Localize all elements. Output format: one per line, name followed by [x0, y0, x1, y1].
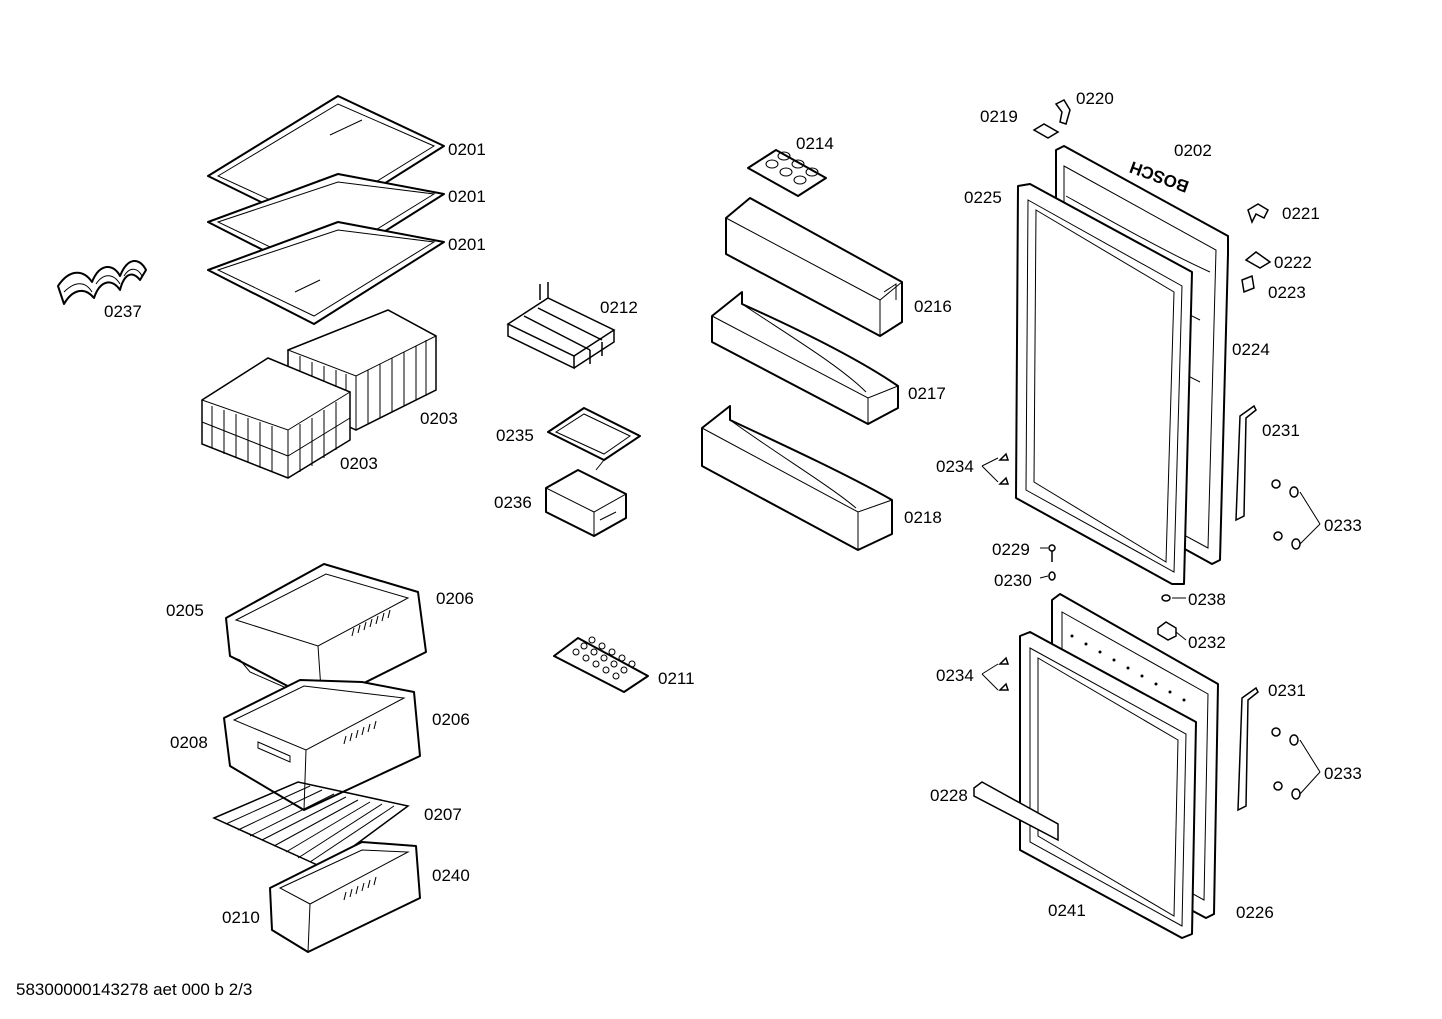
bottle-rack-0237[interactable]	[57, 260, 147, 305]
bushing-0238[interactable]	[1161, 594, 1171, 602]
label-0236: 0236	[494, 493, 532, 512]
label-0231-lower: 0231	[1268, 681, 1306, 700]
handle-0231-lower[interactable]	[1237, 686, 1259, 812]
label-0233-upper: 0233	[1324, 516, 1362, 535]
screw-set-0234-upper[interactable]	[998, 452, 1010, 485]
label-0214: 0214	[796, 134, 834, 153]
label-0220: 0220	[1076, 89, 1114, 108]
door-gasket-0225[interactable]	[1015, 183, 1193, 585]
label-0234-upper: 0234	[936, 457, 974, 476]
label-0203-front: 0203	[340, 454, 378, 473]
label-0233-lower: 0233	[1324, 764, 1362, 783]
screw-set-0233-upper[interactable]	[1271, 479, 1301, 550]
label-0237: 0237	[104, 302, 142, 321]
tray-0235[interactable]	[547, 407, 641, 471]
label-0208: 0208	[170, 733, 208, 752]
label-0201-bottom: 0201	[448, 235, 486, 254]
hinge-cover-0219[interactable]	[1032, 123, 1060, 139]
label-0205: 0205	[166, 601, 204, 620]
label-0201-top: 0201	[448, 140, 486, 159]
drawer-0205[interactable]	[225, 563, 427, 705]
label-0201-middle: 0201	[448, 187, 486, 206]
label-0206-upper: 0206	[436, 589, 474, 608]
label-0228: 0228	[930, 786, 968, 805]
screw-0229[interactable]	[1048, 544, 1056, 562]
hinge-block-0232[interactable]	[1157, 621, 1177, 641]
label-0226: 0226	[1236, 903, 1274, 922]
door-shelf-0216[interactable]	[725, 197, 903, 337]
label-0202: 0202	[1174, 141, 1212, 160]
wire-shelf-0207[interactable]	[212, 781, 410, 869]
label-0223: 0223	[1268, 283, 1306, 302]
label-0206-lower: 0206	[432, 710, 470, 729]
hinge-0221[interactable]	[1247, 203, 1269, 224]
label-0230: 0230	[994, 571, 1032, 590]
document-reference: 58300000143278 aet 000 b 2/3	[16, 980, 253, 999]
panel-0228[interactable]	[973, 781, 1059, 842]
screw-set-0233-lower[interactable]	[1271, 727, 1301, 800]
ice-cube-tray-0211[interactable]	[553, 636, 649, 693]
label-0234-lower: 0234	[936, 666, 974, 685]
label-0235: 0235	[496, 426, 534, 445]
drawer-0210[interactable]	[269, 841, 421, 953]
label-0240: 0240	[432, 866, 470, 885]
glass-shelf-0201-bottom[interactable]	[207, 221, 445, 325]
label-0231-upper: 0231	[1262, 421, 1300, 440]
drawer-0208[interactable]	[223, 679, 421, 811]
door-shelf-0217[interactable]	[711, 291, 899, 425]
door-gasket-0241[interactable]	[1019, 631, 1197, 939]
label-0210: 0210	[222, 908, 260, 927]
label-0225: 0225	[964, 188, 1002, 207]
washer-0230[interactable]	[1048, 571, 1056, 581]
wire-basket-0203-front[interactable]	[200, 357, 352, 479]
label-0218: 0218	[904, 508, 942, 527]
label-0224: 0224	[1232, 340, 1270, 359]
screw-set-0234-lower[interactable]	[998, 656, 1010, 691]
leader-lines	[981, 457, 1321, 795]
label-0216: 0216	[914, 297, 952, 316]
label-0221: 0221	[1282, 204, 1320, 223]
hinge-cap-0220[interactable]	[1054, 99, 1071, 125]
small-box-0236[interactable]	[544, 469, 628, 537]
label-0232: 0232	[1188, 633, 1226, 652]
wire-rack-0212[interactable]	[506, 282, 616, 370]
door-shelf-0218[interactable]	[701, 405, 893, 551]
handle-0231-upper[interactable]	[1235, 404, 1257, 522]
label-0241: 0241	[1048, 901, 1086, 920]
label-0207: 0207	[424, 805, 462, 824]
label-0211: 0211	[658, 669, 695, 688]
label-0217: 0217	[908, 384, 946, 403]
cover-0223[interactable]	[1241, 274, 1255, 294]
clip-0222[interactable]	[1244, 251, 1272, 269]
label-0212: 0212	[600, 298, 638, 317]
label-0219: 0219	[980, 107, 1018, 126]
label-0222: 0222	[1274, 253, 1312, 272]
label-0203-rear: 0203	[420, 409, 458, 428]
label-0229: 0229	[992, 540, 1030, 559]
egg-tray-0214[interactable]	[747, 149, 827, 197]
label-0238: 0238	[1188, 590, 1226, 609]
part-labels: 0201 0201 0201 0237 0203 0203 0212 0235 …	[104, 89, 1362, 927]
